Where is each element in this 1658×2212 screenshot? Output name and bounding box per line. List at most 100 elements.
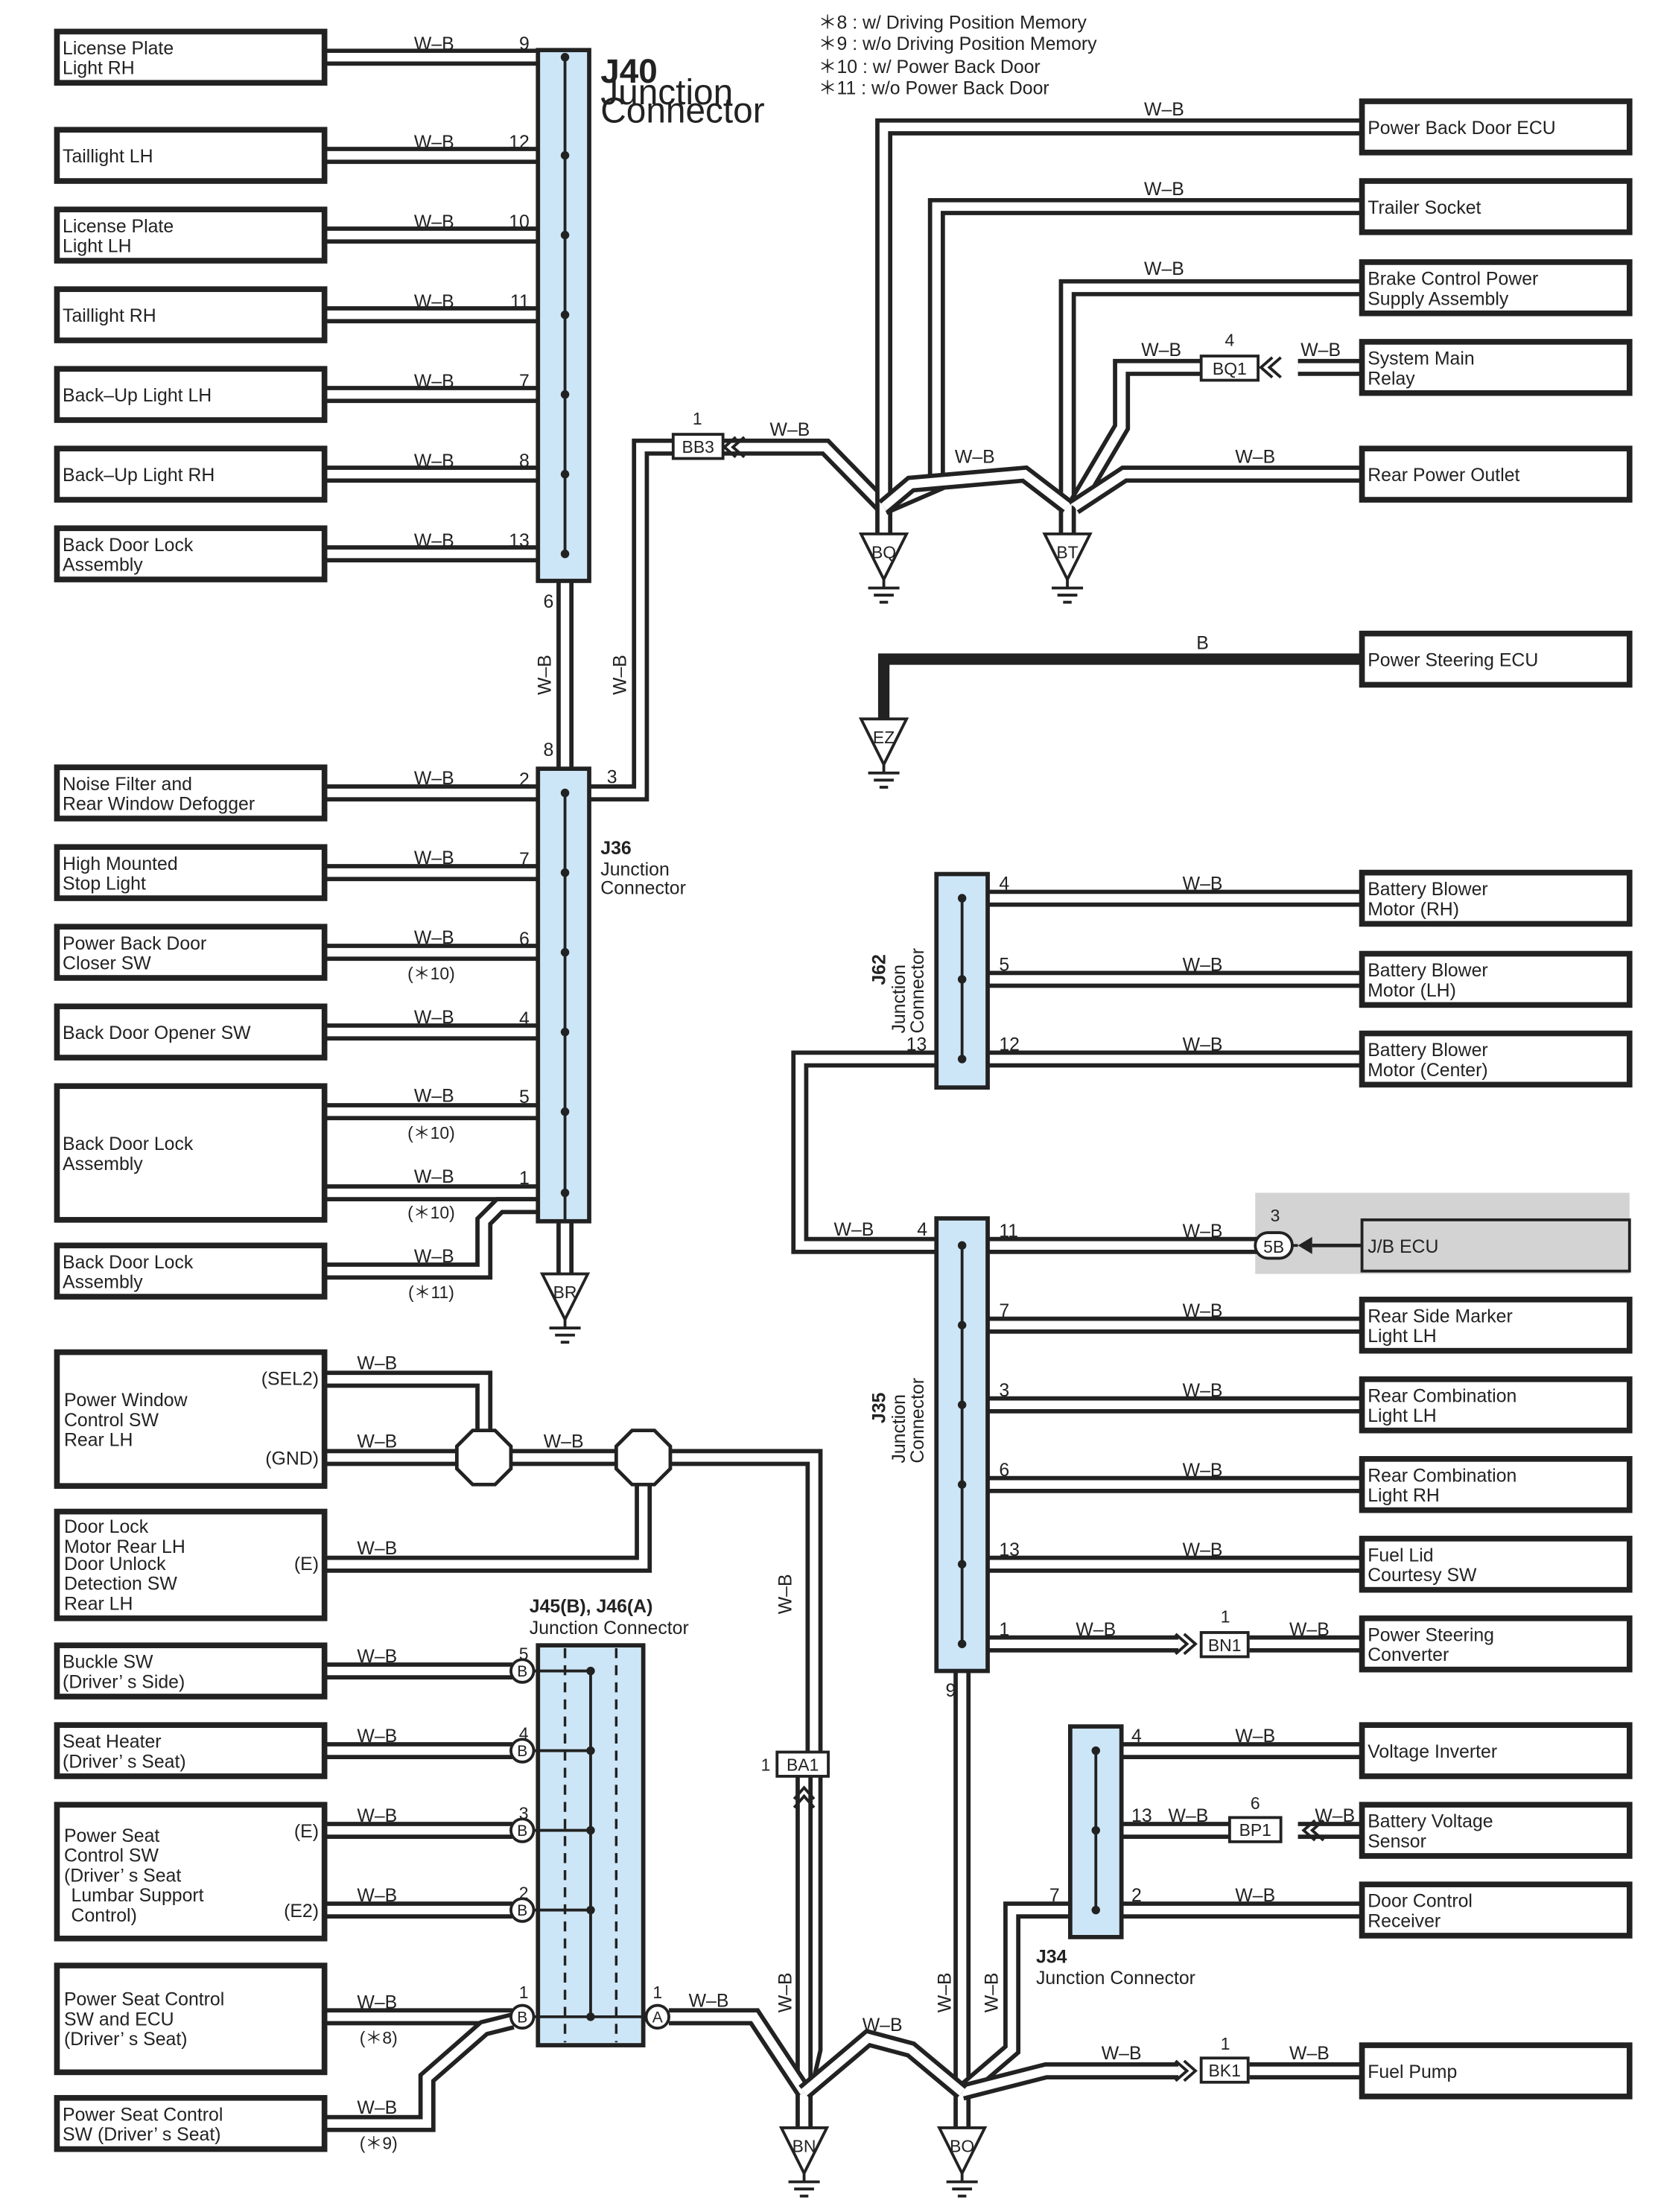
rt-wire-3-core	[1070, 363, 1250, 509]
j35-comp-3	[1359, 1456, 1633, 1513]
j45-comp-0-label-1: Buckle SW	[63, 1653, 153, 1673]
j36-comp-0	[54, 764, 328, 821]
bb3-wire-color-v: W–B	[611, 655, 631, 695]
j62-comp-0-label-1: Battery Blower	[1368, 880, 1487, 900]
rt-comp-3-label-2: Relay	[1368, 369, 1415, 389]
j35-wire-color-4: W–B	[1183, 1540, 1223, 1560]
rt-comp-2-label-1: Brake Control Power	[1368, 270, 1538, 290]
j36-bdla-comp-label-2: Assembly	[63, 1154, 143, 1175]
fuel-pump-comp-label: Fuel Pump	[1368, 2062, 1457, 2082]
rt-comp-4	[1359, 445, 1633, 503]
j40-wire-color-1: W–B	[414, 133, 454, 153]
bk1-connector-pin: 1	[1221, 2034, 1230, 2053]
j45-name: Junction Connector	[530, 1618, 689, 1639]
j35-wire-color-5b: W–B	[1289, 1620, 1330, 1640]
bq1-connector	[1199, 355, 1260, 382]
bb3-bq-wire-core	[718, 442, 887, 510]
psc-wire	[324, 2012, 515, 2132]
j36-note-2: (＊10)	[407, 964, 455, 983]
j35-wire-color-1: W–B	[1183, 1301, 1223, 1321]
rt-comp-1	[1359, 178, 1633, 235]
j36-comp-3	[54, 1003, 328, 1061]
dl-label-2: Motor Rear LH	[64, 1537, 185, 1557]
j36-pin-2: 6	[519, 929, 530, 950]
j40-comp-0-label-2: Light RH	[63, 59, 135, 79]
j35-pin-2: 3	[999, 1381, 1009, 1401]
j62-comp-2-label-1: Battery Blower	[1368, 1040, 1487, 1061]
pscsw-term-1: (E)	[294, 1822, 319, 1842]
ground-br	[539, 1272, 591, 1323]
j36-bdla2-note: (＊11)	[408, 1283, 454, 1302]
fuel-pump-wire-a-core	[961, 2066, 1179, 2097]
j40-comp-6-label-2: Assembly	[63, 556, 143, 576]
j62-comp-0-label-2: Motor (RH)	[1368, 900, 1459, 920]
pw-gnd-wire-color: W–B	[357, 1432, 397, 1452]
j35-pin-bottom: 9	[945, 1681, 956, 1701]
rt-wire-4-core	[1072, 469, 1362, 511]
rt-wire-color-0: W–B	[1144, 100, 1184, 120]
bp1-connector	[1227, 1816, 1283, 1843]
rt-comp-2-label-2: Supply Assembly	[1368, 289, 1509, 309]
j40-comp-2-label-2: Light LH	[63, 237, 131, 257]
jb-ecu-label: J/B ECU	[1368, 1237, 1438, 1257]
j36-bdla2-wire-core	[324, 1201, 565, 1276]
j62-j35-wire-color: W–B	[834, 1220, 874, 1240]
j36-name-1: Junction	[600, 859, 669, 880]
fuel-pump-wire-color-b: W–B	[1289, 2044, 1330, 2064]
ground-bq	[858, 532, 909, 583]
j36-name-2: Connector	[600, 878, 686, 898]
bn1-connector-label: BN1	[1208, 1636, 1242, 1655]
j45-cpin-1-label: B	[517, 1743, 527, 1760]
j35-pin-0: 11	[999, 1221, 1018, 1242]
bb3-connector-label: BB3	[682, 437, 714, 457]
j40-wire-color-2: W–B	[414, 212, 454, 232]
psc-comp-label-1: Power Seat Control	[63, 2105, 223, 2125]
bk1-chevron	[1175, 2059, 1198, 2082]
j62-comp-1-label-2: Motor (LH)	[1368, 981, 1456, 1001]
pw-comp	[54, 1349, 328, 1489]
j40-comp-5-label: Back–Up Light RH	[63, 465, 215, 486]
j62-pin-left: 13	[906, 1035, 927, 1055]
bb3-wire-core	[565, 442, 698, 798]
pscsw-comp	[54, 1802, 328, 1942]
note-9: ＊9 : w/o Driving Position Memory	[819, 34, 1097, 54]
j40-comp-0-label-1: License Plate	[63, 39, 174, 59]
rt-wire-color-3b: W–B	[1300, 340, 1341, 360]
j40-wire-color-3: W–B	[414, 292, 454, 312]
j35-comp-2-label-2: Light LH	[1368, 1406, 1436, 1426]
j34-pin-2: 2	[1131, 1886, 1142, 1906]
j62-pin-2: 12	[999, 1035, 1020, 1055]
dl-e-wire-core	[324, 1484, 648, 1569]
rt-comp-0	[1359, 98, 1633, 156]
rt-wire-color-3: W–B	[1141, 340, 1181, 360]
pscsw-label-3: (Driver’ s Seat	[64, 1866, 181, 1886]
j40-name-1: Junction	[600, 73, 733, 112]
j35-pin-3: 6	[999, 1461, 1009, 1481]
j36-bdla-comp-label-1: Back Door Lock	[63, 1134, 194, 1154]
j34-bo-wire-color: W–B	[982, 1972, 1002, 2012]
j34-comp-2	[1359, 1881, 1633, 1939]
j36-bdla-wire-color-2: W–B	[414, 1167, 454, 1187]
ps-ecu-black-wire	[877, 653, 1362, 719]
j45-out-cpin	[644, 2003, 670, 2030]
j45-cpin-2	[509, 1817, 536, 1843]
j40-comp-1-label: Taillight LH	[63, 147, 153, 167]
j45-out-wire-color: W–B	[689, 1991, 729, 2011]
j40-wire-color-0: W–B	[414, 34, 454, 54]
ground-bt	[1042, 532, 1093, 583]
psecu-pin: 1	[519, 1983, 529, 2002]
bn1-connector-pin: 1	[1221, 1607, 1230, 1627]
bk1-connector-label: BK1	[1209, 2061, 1241, 2080]
j35-comp-5-label-1: Power Steering	[1368, 1625, 1494, 1645]
j36-bdla-note-2: (＊10)	[407, 1203, 455, 1222]
dl-comp	[54, 1508, 328, 1621]
pw-label-1: Power Window	[64, 1391, 188, 1411]
pscsw-label-2: Control SW	[64, 1846, 159, 1866]
j36-wire-color-2: W–B	[414, 928, 454, 948]
j45-out-pin: 1	[652, 1983, 662, 2002]
j36-wire-color-3: W–B	[414, 1008, 454, 1028]
j62-label: J62 Junction Connector	[869, 948, 928, 1034]
jb-ecu-comp	[1360, 1218, 1631, 1273]
j62-wire-color-2: W–B	[1183, 1035, 1223, 1055]
